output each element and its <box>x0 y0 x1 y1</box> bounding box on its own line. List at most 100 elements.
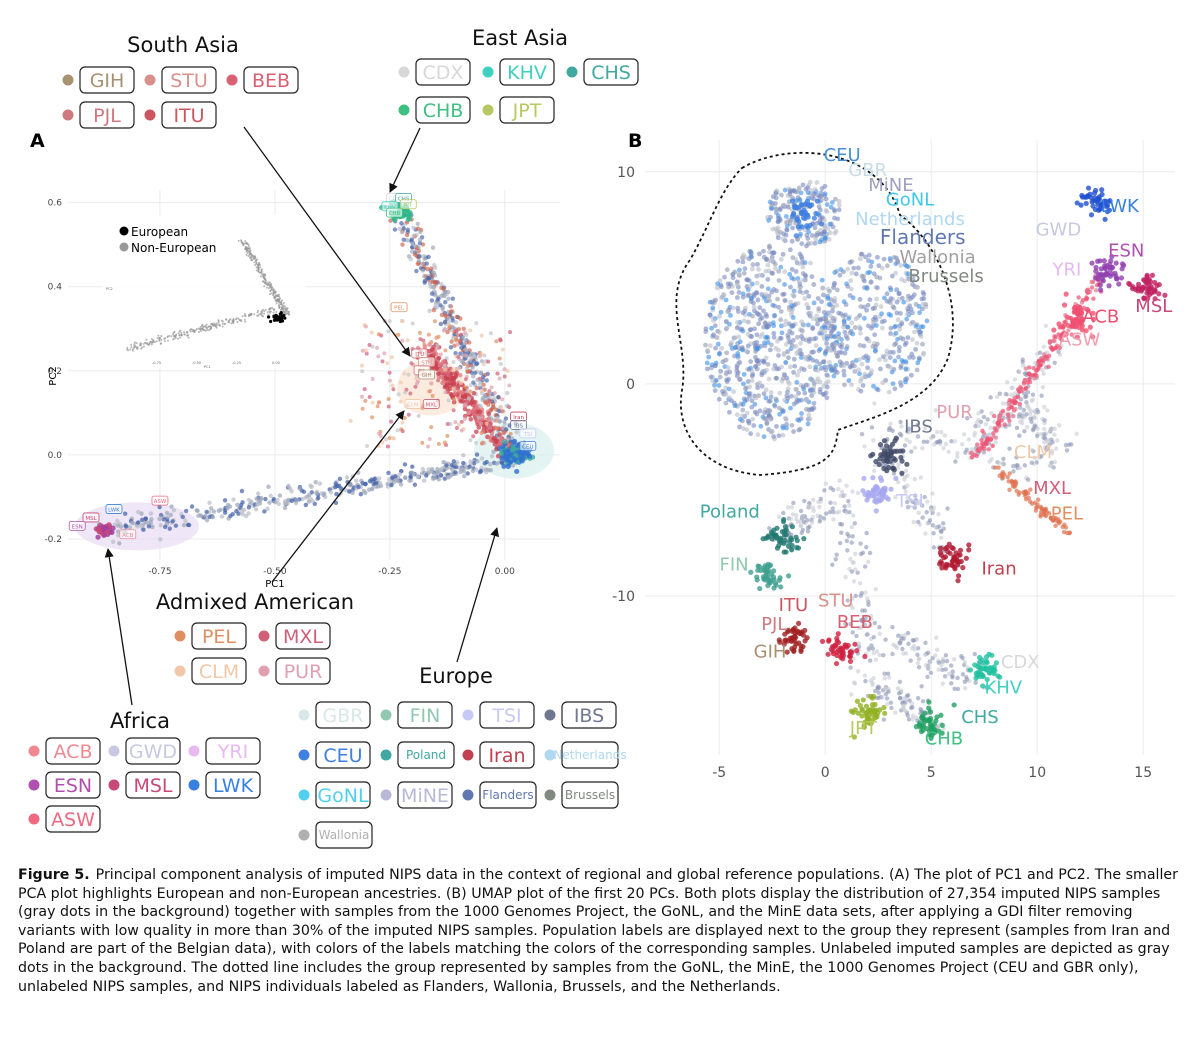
sample-point <box>787 328 793 334</box>
sample-point <box>1069 315 1074 321</box>
sample-point <box>806 412 812 418</box>
sample-point <box>920 699 926 704</box>
sample-point <box>1052 459 1058 465</box>
sample-point <box>716 383 722 388</box>
inset-point <box>202 328 205 331</box>
sample-point <box>788 299 793 305</box>
cluster-point-poland <box>793 534 799 540</box>
cluster-point-poland <box>774 545 781 551</box>
sample-point <box>453 470 458 475</box>
sample-point <box>822 235 828 241</box>
sample-point <box>829 318 835 324</box>
sample-point <box>844 483 849 488</box>
sample-point <box>468 383 473 388</box>
sample-point <box>814 313 820 319</box>
sample-point <box>822 218 827 223</box>
mini-label-text: CEU <box>522 444 533 450</box>
cluster-point-esn <box>1118 275 1125 281</box>
sample-point <box>730 275 736 281</box>
inset-point <box>266 311 269 314</box>
inset-point <box>246 251 249 254</box>
sample-point <box>1000 473 1005 479</box>
sample-point <box>805 421 811 427</box>
cluster-point-acb <box>1090 316 1097 323</box>
sample-point <box>366 487 372 492</box>
sample-point <box>1007 418 1012 424</box>
sample-point <box>827 230 833 236</box>
inset-point <box>277 303 280 306</box>
sample-point <box>784 227 790 233</box>
sample-point <box>862 673 868 678</box>
cluster-point-esn <box>1095 276 1101 282</box>
sample-point <box>919 306 925 312</box>
sample-point <box>438 362 443 368</box>
sample-point <box>794 513 799 518</box>
inset-point <box>245 242 248 245</box>
sample-point <box>910 282 915 287</box>
cluster-point-ceu <box>793 204 799 211</box>
sample-point <box>222 498 228 503</box>
sample-point <box>370 344 375 349</box>
sample-point <box>747 391 753 396</box>
mini-label-itu: ITU <box>411 348 429 359</box>
sample-point <box>1052 360 1057 365</box>
sample-point <box>772 303 778 309</box>
sample-point <box>246 505 252 510</box>
cluster-point-ibs <box>887 458 894 464</box>
inset-point <box>284 307 287 310</box>
sample-point <box>203 513 208 519</box>
sample-point <box>1033 372 1038 378</box>
sample-point <box>263 496 268 502</box>
sample-point <box>918 334 924 339</box>
sample-point <box>775 296 780 302</box>
sample-point <box>836 486 841 492</box>
sample-point <box>474 440 479 445</box>
sample-point <box>832 296 838 301</box>
sample-point <box>822 329 828 335</box>
sample-point <box>942 433 947 438</box>
sample-point <box>1023 385 1029 391</box>
inset-point <box>280 301 283 304</box>
sample-point <box>387 319 392 324</box>
sample-point <box>936 667 941 672</box>
sample-point <box>755 261 760 267</box>
sample-point <box>820 359 826 365</box>
sample-point <box>207 500 212 505</box>
sample-point <box>888 700 894 705</box>
sample-point <box>706 354 712 360</box>
sample-point <box>916 665 922 670</box>
sample-point <box>814 180 820 185</box>
sample-point <box>1017 405 1023 410</box>
sample-point <box>934 429 940 435</box>
sample-point <box>950 669 955 674</box>
sample-point <box>322 491 327 496</box>
inset-point <box>241 315 244 318</box>
sample-point <box>448 345 454 350</box>
sample-point <box>928 659 933 665</box>
sample-point <box>285 501 290 506</box>
sample-point <box>360 348 365 353</box>
sample-point <box>943 667 948 672</box>
sample-point <box>842 504 847 509</box>
sample-point <box>488 331 493 336</box>
sample-point <box>166 514 171 519</box>
cluster-point-esn <box>1113 273 1119 279</box>
sample-point <box>1020 363 1026 368</box>
sample-point <box>422 256 427 262</box>
sample-point <box>400 242 405 247</box>
sample-point <box>898 696 903 701</box>
inset-point <box>243 312 246 315</box>
sample-point <box>733 344 738 350</box>
sample-point <box>936 660 941 665</box>
sample-point <box>844 538 850 544</box>
inset-point <box>285 308 288 311</box>
cluster-point-itu <box>776 637 782 643</box>
sample-point <box>758 423 764 429</box>
sample-point <box>1000 470 1006 475</box>
sample-point <box>1028 487 1033 492</box>
sample-point <box>796 278 802 284</box>
sample-point <box>167 526 172 531</box>
sample-point <box>735 319 740 325</box>
sample-point <box>866 323 871 329</box>
sample-point <box>497 419 503 424</box>
